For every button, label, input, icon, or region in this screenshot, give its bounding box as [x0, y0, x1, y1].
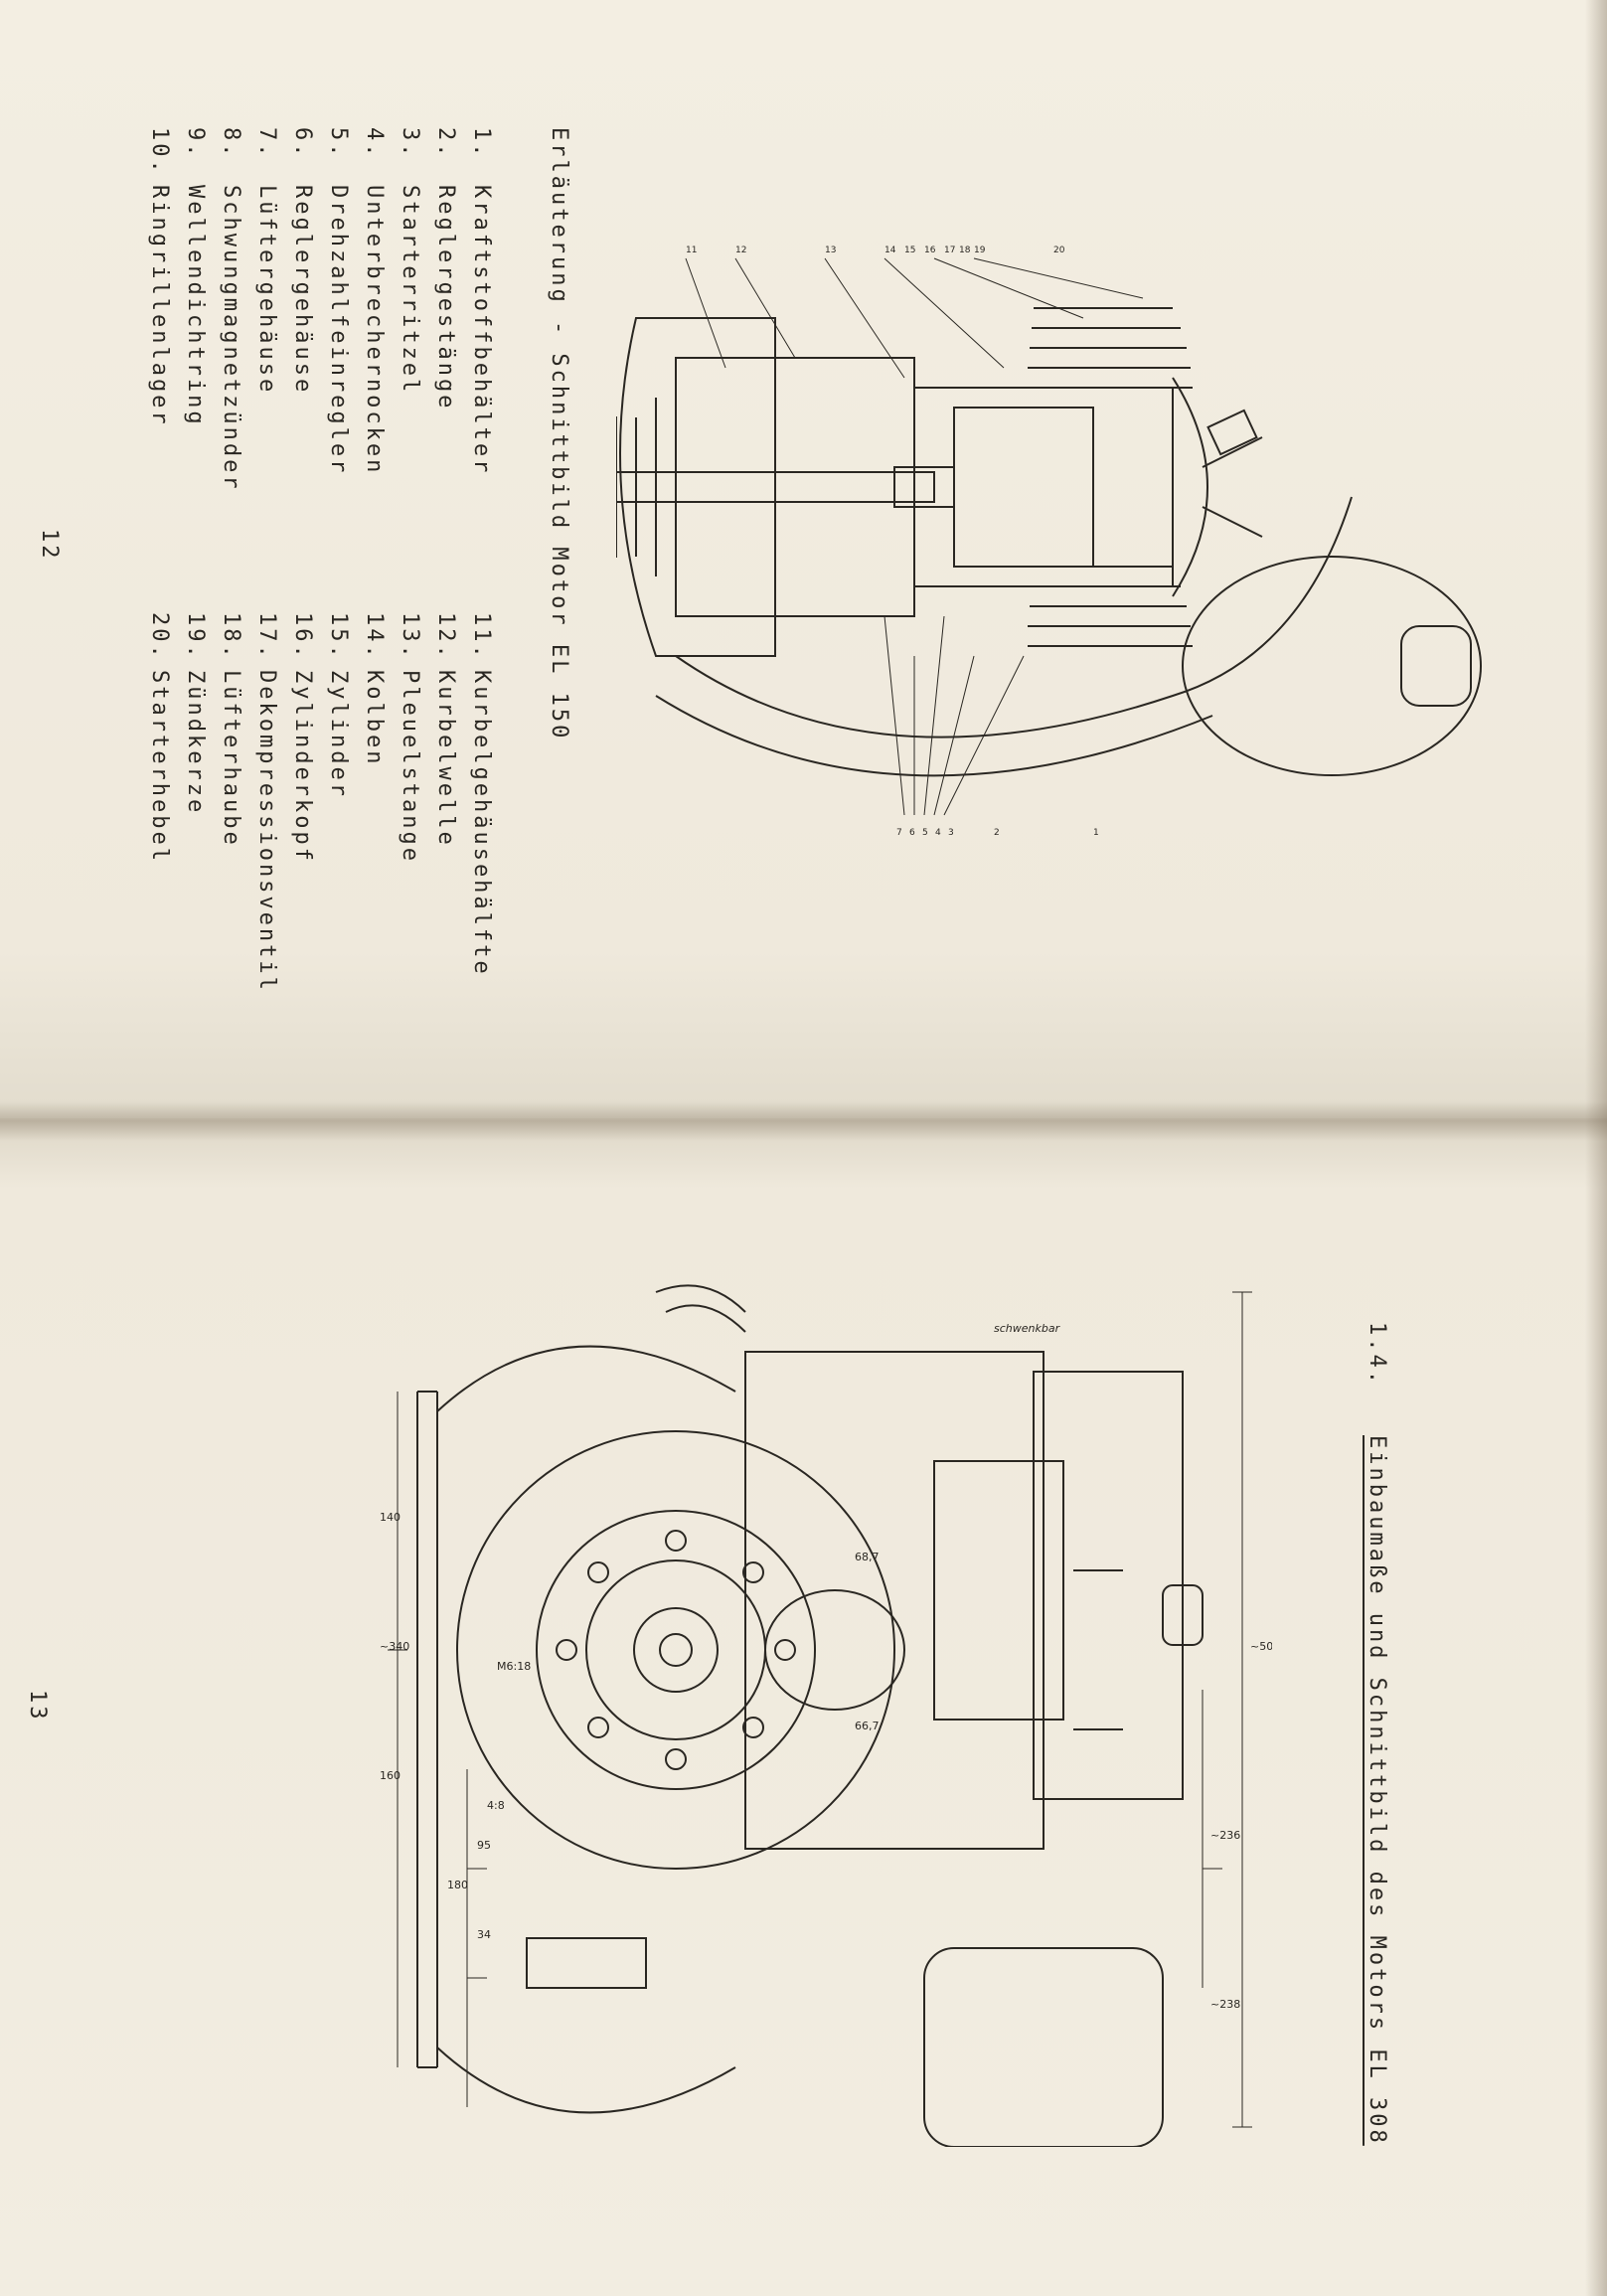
svg-text:6: 6 [909, 828, 915, 838]
svg-text:11: 11 [686, 246, 697, 255]
crankcase [675, 357, 915, 617]
legend-item: 4.Unterbrechernocken [362, 127, 387, 476]
page-12 [0, 0, 1607, 1118]
svg-text:66,7: 66,7 [855, 1720, 880, 1732]
legend-item: 13.Pleuelstange [398, 612, 422, 864]
svg-text:~500: ~500 [1250, 1640, 1272, 1653]
svg-text:20: 20 [1053, 246, 1065, 255]
legend-item: 2.Reglergestänge [433, 127, 458, 411]
bolt-circle [556, 1530, 796, 1770]
section-title: Einbaumaße und Schnittbild des Motors EL… [1365, 1435, 1389, 2146]
fuel-tank [1182, 556, 1482, 776]
svg-text:12: 12 [735, 246, 746, 255]
air-filter [923, 1947, 1164, 2147]
exhaust-pipe [655, 1284, 746, 1333]
legend-item: 5.Drehzahlfeinregler [326, 127, 351, 476]
legend-item: 20.Starterhebel [147, 612, 172, 864]
exhaust-flange [764, 1589, 905, 1711]
flywheel-housing [456, 1430, 895, 1870]
svg-text:15: 15 [904, 246, 915, 255]
crankshaft [616, 471, 935, 503]
legend-item: 7.Lüftergehäuse [254, 127, 279, 396]
legend-item: 6.Reglergehäuse [290, 127, 315, 396]
svg-text:95: 95 [477, 1839, 491, 1852]
legend-column-right: 11.Kurbelgehäusehälfte 12.Kurbelwelle 13… [141, 612, 499, 993]
cylinder-fins [1028, 307, 1193, 647]
svg-text:17: 17 [944, 246, 955, 255]
svg-text:2: 2 [994, 828, 1000, 838]
legend-item: 19.Zündkerze [183, 612, 208, 816]
legend-item: 17.Dekompressionsventil [254, 612, 279, 993]
base-frame [416, 1391, 438, 2068]
legend-column-left: 1.Kraftstoffbehälter 2.Reglergestänge 3.… [141, 127, 499, 612]
svg-text:68,7: 68,7 [855, 1551, 880, 1563]
installation-drawing-el308: ~500 ~236 ~238 140 ~340 160 95 34 180 68… [380, 1284, 1272, 2147]
legend-title: Erläuterung - Schnittbild Motor EL 150 [547, 127, 571, 741]
legend-item: 1.Kraftstoffbehälter [469, 127, 494, 476]
legend-item: 14.Kolben [362, 612, 387, 767]
filler-cap [1162, 1584, 1204, 1646]
svg-text:18: 18 [959, 246, 971, 255]
fan-housing [675, 496, 1353, 738]
legend-item: 3.Starterritzel [398, 127, 422, 396]
spark-plug [1202, 436, 1263, 538]
tank-cap [1400, 625, 1472, 707]
svg-text:~340: ~340 [380, 1640, 409, 1653]
svg-text:4: 4 [935, 828, 941, 838]
dimension-labels: ~500 ~236 ~238 140 ~340 160 95 34 180 68… [380, 1322, 1272, 2011]
svg-text:34: 34 [477, 1928, 491, 1941]
cross-section-drawing-el150: 7 6 5 4 3 2 1 8 9 10 11 12 13 14 15 16 1… [616, 246, 1482, 838]
svg-text:1: 1 [1093, 828, 1099, 838]
legend-item: 10.Ringrillenlager [147, 127, 172, 427]
dimension-lines [388, 1291, 1252, 2128]
legend-item: 9.Wellendichtring [183, 127, 208, 427]
fuel-tank [1033, 1371, 1184, 1800]
svg-text:5: 5 [922, 828, 928, 838]
legend-item: 16.Zylinderkopf [290, 612, 315, 864]
page-edge-shadow [1585, 0, 1607, 2296]
cylinder-head [933, 1460, 1064, 1721]
svg-text:7: 7 [896, 828, 902, 838]
svg-text:~238: ~238 [1210, 1998, 1240, 2011]
flywheel [619, 317, 776, 657]
cylinder-head [1172, 377, 1208, 597]
svg-text:19: 19 [974, 246, 986, 255]
page-number-13: 13 [25, 1690, 50, 1722]
legend-item: 15.Zylinder [326, 612, 351, 799]
svg-text:160: 160 [380, 1769, 401, 1782]
book-spine [0, 1101, 1607, 1141]
legend-item: 8.Schwungmagnetzünder [219, 127, 243, 492]
cylinder-block [744, 1351, 1045, 1850]
legend-item: 12.Kurbelwelle [433, 612, 458, 848]
section-number: 1.4. [1365, 1322, 1389, 1387]
svg-text:13: 13 [825, 246, 836, 255]
decompression-valve [1206, 409, 1258, 456]
svg-text:140: 140 [380, 1511, 401, 1524]
svg-text:M6:18: M6:18 [497, 1660, 531, 1673]
svg-text:schwenkbar: schwenkbar [994, 1322, 1061, 1335]
carburettor [526, 1937, 647, 1989]
page-number-12: 12 [37, 529, 62, 562]
piston [953, 407, 1094, 568]
svg-text:3: 3 [948, 828, 954, 838]
legend-block: Erläuterung - Schnittbild Motor EL 150 1… [141, 127, 578, 993]
legend-item: 11.Kurbelgehäusehälfte [469, 612, 494, 977]
callout-leaders [685, 257, 1144, 816]
callout-labels: 7 6 5 4 3 2 1 8 9 10 11 12 13 14 15 16 1… [686, 246, 1099, 838]
svg-text:~236: ~236 [1210, 1829, 1240, 1842]
svg-text:16: 16 [924, 246, 936, 255]
legend-item: 18.Lüfterhaube [219, 612, 243, 848]
svg-text:4:8: 4:8 [487, 1799, 505, 1812]
svg-text:180: 180 [447, 1879, 468, 1891]
svg-text:14: 14 [884, 246, 896, 255]
